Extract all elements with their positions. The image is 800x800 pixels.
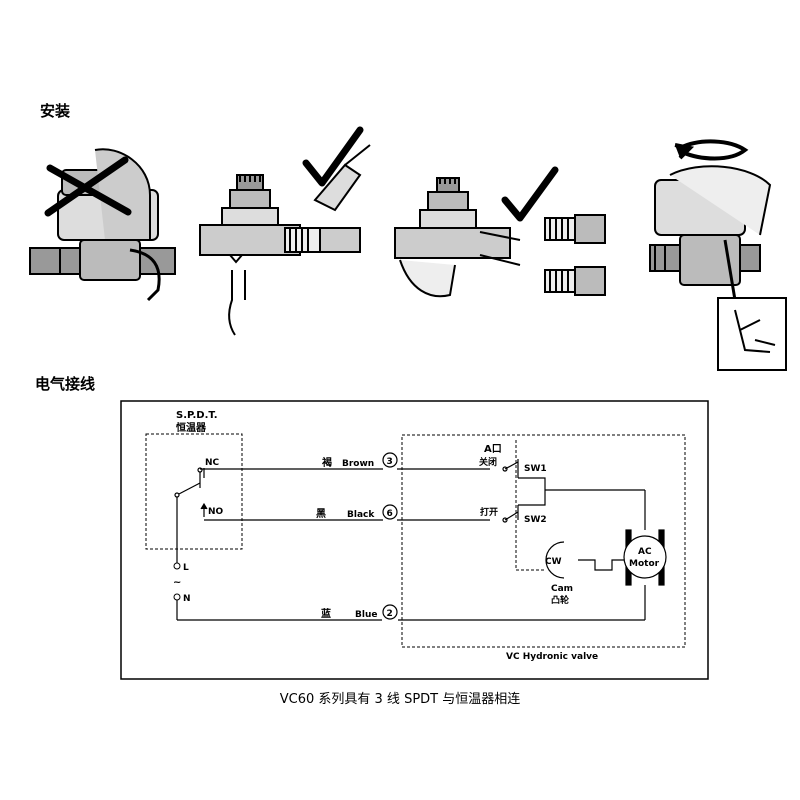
- terminal-2-label: 2: [387, 609, 393, 619]
- black-wire-en: Black: [347, 510, 375, 520]
- motor-label-line1: AC: [638, 547, 652, 557]
- ac-supply-symbol: ~: [173, 577, 181, 588]
- terminal-2: [382, 604, 398, 620]
- wiring-heading: 电气接线: [35, 375, 96, 393]
- terminal-6-label: 6: [387, 509, 393, 519]
- valve-name: VC Hydronic valve: [506, 652, 598, 662]
- blue-wire-en: Blue: [355, 610, 377, 620]
- terminal-6: [382, 504, 398, 520]
- cam-label-cn: 凸轮: [551, 594, 569, 606]
- no-label: NO: [208, 507, 224, 517]
- ac-motor: [623, 529, 667, 586]
- terminal-l: [173, 562, 181, 570]
- port-a-label: A口: [484, 444, 502, 455]
- install-step-4-rotate: [649, 165, 787, 371]
- cw-label: CW: [545, 557, 562, 567]
- motor-label-line2: Motor: [629, 559, 660, 569]
- sw2-label: SW2: [524, 515, 547, 525]
- black-wire-cn: 黑: [316, 508, 326, 520]
- rotate-arrow-icon: [674, 139, 749, 161]
- terminal-n: [173, 593, 181, 601]
- wiring-frame: [120, 400, 709, 680]
- valve-box: [401, 434, 686, 648]
- spdt-switch: [174, 467, 208, 565]
- installation-illustrations: [29, 126, 787, 371]
- n-label: N: [183, 594, 191, 604]
- l-label: L: [183, 563, 189, 573]
- cam-label-en: Cam: [551, 584, 573, 594]
- wires: [176, 468, 645, 621]
- terminal-3-label: 3: [387, 457, 393, 467]
- install-step-3-correct: [394, 177, 606, 298]
- installation-heading: 安装: [40, 102, 71, 120]
- thermostat-box: [145, 433, 243, 550]
- sw1-label: SW1: [524, 464, 547, 474]
- nc-label: NC: [205, 458, 220, 468]
- cam: [545, 541, 624, 579]
- brown-wire-cn: 褐: [321, 456, 332, 469]
- closed-label: 关闭: [479, 456, 497, 468]
- wiring-diagram: S.P.D.T. 恒温器 NC NO L N: [120, 400, 709, 680]
- wiring-caption: VC60 系列具有 3 线 SPDT 与恒温器相连: [279, 692, 521, 707]
- correct-checkmark-icon-2: [501, 166, 559, 222]
- brown-wire-en: Brown: [342, 459, 374, 469]
- correct-checkmark-icon-1: [302, 126, 364, 187]
- terminal-3: [382, 452, 398, 468]
- blue-wire-cn: 蓝: [321, 607, 331, 620]
- limit-switches: [502, 459, 646, 620]
- open-label: 打开: [480, 506, 498, 518]
- thermostat-title-line2: 恒温器: [176, 421, 207, 434]
- install-step-2-correct: [199, 144, 371, 336]
- thermostat-title-line1: S.P.D.T.: [176, 410, 218, 421]
- wrong-cross-icon: [44, 156, 132, 217]
